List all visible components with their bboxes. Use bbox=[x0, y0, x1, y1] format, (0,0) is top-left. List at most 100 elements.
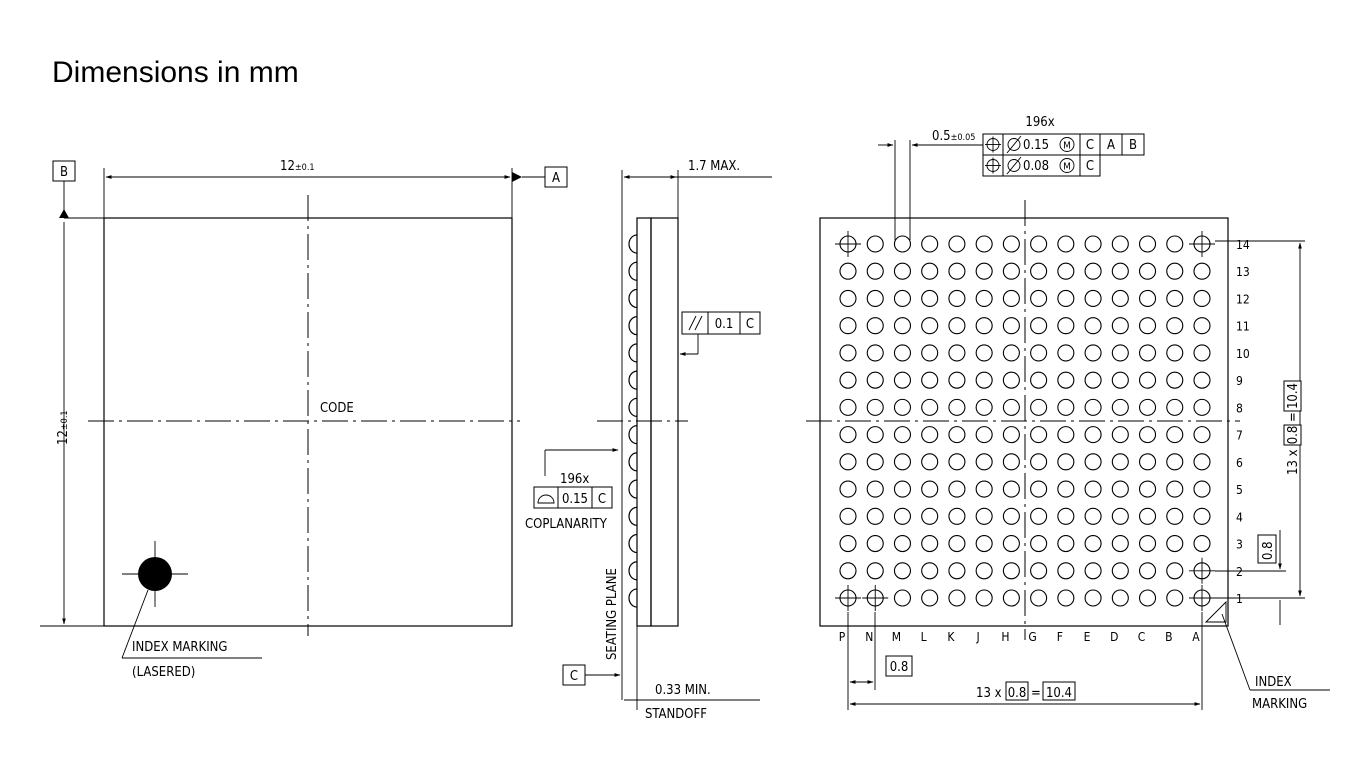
ball-B4 bbox=[1166, 507, 1184, 525]
position-tolerance-icon bbox=[985, 136, 1001, 153]
ball-K13 bbox=[948, 262, 966, 280]
ball-B14 bbox=[1166, 235, 1184, 253]
ball-E4 bbox=[1084, 507, 1102, 525]
ball-C3 bbox=[1138, 534, 1157, 553]
fcf2-datum: C bbox=[1086, 159, 1094, 174]
code-label: CODE bbox=[320, 401, 354, 416]
ball-B9 bbox=[1166, 371, 1184, 389]
column-label-M: M bbox=[892, 630, 901, 644]
side-ball bbox=[628, 452, 638, 472]
ball-G4 bbox=[1030, 507, 1048, 525]
ball-D13 bbox=[1111, 262, 1129, 280]
ball-F8 bbox=[1057, 398, 1075, 416]
side-ball bbox=[628, 561, 638, 581]
ball-L6 bbox=[921, 453, 939, 471]
ball-L9 bbox=[921, 371, 939, 389]
ball-B3 bbox=[1166, 534, 1184, 553]
ball-D5 bbox=[1111, 480, 1129, 498]
ball-N7 bbox=[866, 426, 884, 444]
ball-D2 bbox=[1111, 562, 1129, 580]
ball-A12 bbox=[1193, 289, 1211, 308]
ball-E8 bbox=[1084, 398, 1102, 416]
ball-A9 bbox=[1193, 371, 1211, 389]
ball-J1 bbox=[975, 589, 993, 607]
fcf2-modifier: M bbox=[1063, 162, 1071, 173]
ball-F6 bbox=[1057, 453, 1075, 471]
ball-N14 bbox=[866, 235, 884, 253]
ball-H2 bbox=[1002, 562, 1020, 580]
column-label-F: F bbox=[1057, 630, 1063, 644]
svg-text:12±0.1: 12±0.1 bbox=[56, 410, 71, 445]
ball-P2 bbox=[839, 562, 857, 580]
fcf1-datum-3: B bbox=[1129, 138, 1137, 153]
ball-L10 bbox=[921, 344, 939, 362]
ball-L1 bbox=[921, 589, 939, 607]
ball-K7 bbox=[948, 426, 966, 444]
ball-E7 bbox=[1084, 426, 1102, 444]
ball-C8 bbox=[1138, 398, 1157, 416]
ball-C14 bbox=[1138, 235, 1157, 253]
fcf1-datum-1: C bbox=[1086, 138, 1094, 153]
ball-M12 bbox=[893, 289, 912, 308]
ball-M11 bbox=[893, 317, 912, 335]
column-label-H: H bbox=[1001, 630, 1009, 644]
parallelism-value: 0.1 bbox=[715, 317, 734, 332]
ball-E1 bbox=[1084, 589, 1102, 607]
ball-E2 bbox=[1084, 562, 1102, 580]
fcf2-diameter: 0.08 bbox=[1023, 159, 1049, 174]
ball-A8 bbox=[1193, 398, 1211, 416]
ball-B2 bbox=[1166, 562, 1184, 580]
ball-B6 bbox=[1166, 453, 1184, 471]
ball-M4 bbox=[893, 507, 912, 525]
ball-G3 bbox=[1030, 534, 1048, 553]
ball-B8 bbox=[1166, 398, 1184, 416]
lasered-label: (LASERED) bbox=[132, 665, 195, 680]
ball-L11 bbox=[921, 317, 939, 335]
ball-L13 bbox=[921, 262, 939, 280]
ball-F11 bbox=[1057, 317, 1075, 335]
ball-J12 bbox=[975, 289, 993, 308]
ball-A6 bbox=[1193, 453, 1211, 471]
diameter-icon bbox=[1006, 156, 1022, 175]
ball-D10 bbox=[1111, 344, 1129, 362]
ball-P4 bbox=[839, 507, 857, 525]
ball-J9 bbox=[975, 371, 993, 389]
ball-C7 bbox=[1138, 426, 1157, 444]
ball-F5 bbox=[1057, 480, 1075, 498]
max-material-icon bbox=[1059, 137, 1075, 152]
ball-J14 bbox=[975, 235, 993, 253]
ball-P5 bbox=[839, 480, 857, 498]
svg-text:0.5±0.05: 0.5±0.05 bbox=[932, 129, 975, 144]
h-span-pitch: 0.8 bbox=[1008, 686, 1027, 701]
ball-K6 bbox=[948, 453, 966, 471]
ball-B1 bbox=[1166, 589, 1184, 607]
row-label-12: 12 bbox=[1236, 292, 1250, 306]
ball-K2 bbox=[948, 562, 966, 580]
ball-P13 bbox=[839, 262, 857, 280]
ball-J5 bbox=[975, 480, 993, 498]
width-tolerance: ±0.1 bbox=[295, 163, 315, 173]
h-span-total: 10.4 bbox=[1046, 686, 1072, 701]
ball-count: 196x bbox=[1025, 115, 1054, 130]
ball-L12 bbox=[921, 289, 939, 308]
ball-G7 bbox=[1030, 426, 1048, 444]
ball-D12 bbox=[1111, 289, 1129, 308]
column-label-C: C bbox=[1138, 630, 1146, 644]
h-pitch-single: 0.8 bbox=[890, 660, 909, 675]
row-label-5: 5 bbox=[1236, 483, 1243, 497]
ball-E13 bbox=[1084, 262, 1102, 280]
ball-F4 bbox=[1057, 507, 1075, 525]
side-ball bbox=[628, 425, 638, 445]
ball-E5 bbox=[1084, 480, 1102, 498]
ball-C5 bbox=[1138, 480, 1157, 498]
ball-H13 bbox=[1002, 262, 1020, 280]
v-span-prefix: 13 x bbox=[1286, 449, 1301, 475]
ball-M3 bbox=[893, 534, 912, 553]
v-span-total: 10.4 bbox=[1286, 383, 1301, 409]
ball-H14 bbox=[1002, 235, 1020, 253]
ball-G8 bbox=[1030, 398, 1048, 416]
ball-G12 bbox=[1030, 289, 1048, 308]
width-value: 12 bbox=[280, 159, 295, 174]
coplanarity-value: 0.15 bbox=[562, 492, 588, 507]
